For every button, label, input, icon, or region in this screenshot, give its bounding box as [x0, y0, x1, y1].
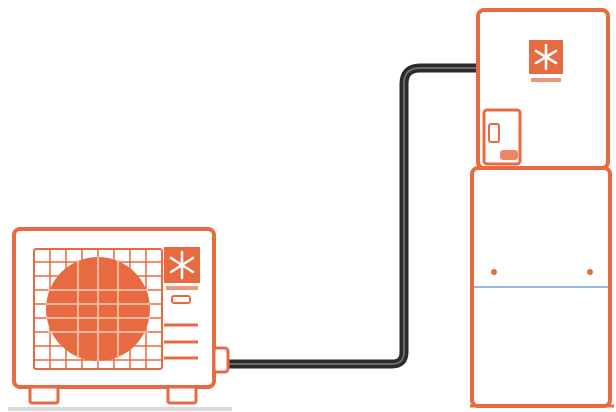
snowflake-icon — [529, 40, 563, 82]
indoor-unit — [470, 8, 614, 408]
indicator — [171, 295, 191, 304]
refrigerant-pipe — [223, 63, 497, 369]
snowflake-icon — [164, 247, 200, 290]
outdoor-unit — [8, 227, 232, 411]
